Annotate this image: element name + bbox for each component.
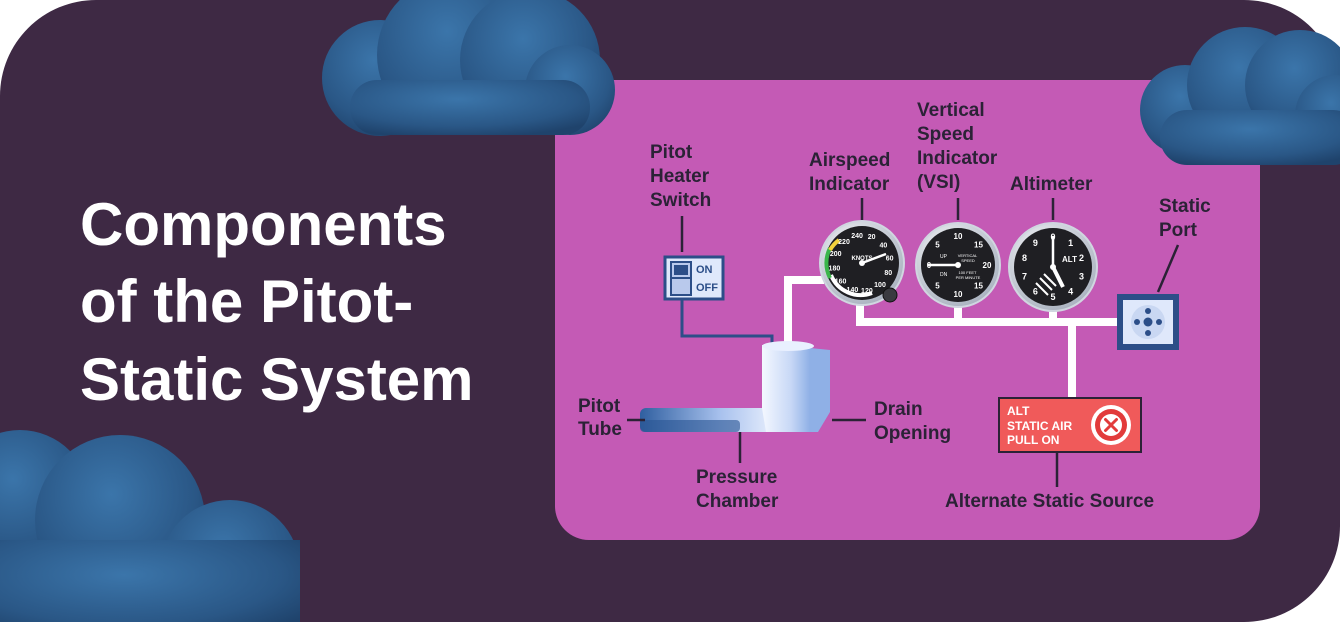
gauge-tick-label: 140 [847,287,859,294]
label-pressure-chamber: Pressure Chamber [696,467,783,512]
gauge-tick-label: 7 [1022,271,1027,281]
gauge-tick-label: 60 [886,256,894,263]
gauge-tick-label: 4 [1068,286,1073,296]
label-altimeter: Altimeter [1010,174,1093,195]
gauge-tick-label: 180 [829,265,841,272]
airspeed-needle [861,252,887,265]
gauge-tick-label: 3 [1079,271,1084,281]
vsi-up-label: UP [940,254,948,260]
alt-static-air-panel: ALT STATIC AIR PULL ON [998,397,1142,453]
close-icon [1104,418,1118,432]
label-airspeed-indicator: Airspeed Indicator [809,150,896,195]
gauge-tick-label: 6 [1033,286,1038,296]
altimeter-needle-short [1051,266,1065,288]
label-vsi: Vertical Speed Indicator (VSI) [917,100,1003,193]
alt-static-text: ALT STATIC AIR PULL ON [1007,404,1075,447]
gauge-tick-label: 80 [884,270,892,277]
gauge-tick-label: 1 [1068,238,1073,248]
pitot-tube-assembly [640,341,830,432]
airspeed-brand-label: KNOTS [852,256,873,262]
cloud-bottom-left [0,430,300,622]
gauge-tick-label: 220 [838,239,850,246]
gauge-tick-label: 9 [1033,238,1038,248]
gauge-tick-label: 40 [880,243,888,250]
cloud-top-right [1140,27,1340,165]
pressure-chamber [762,345,810,432]
switch-off-label: OFF [696,282,718,294]
label-pitot-tube: Pitot Tube [578,396,626,440]
gauge-tick-label: 10 [954,290,963,299]
label-static-port: Static Port [1159,196,1216,241]
vsi-caption-units: 100 FEET PER MINUTE [956,270,981,280]
vsi-dn-label: DN [940,272,948,278]
vsi-caption: VERTICAL SPEED [958,253,978,263]
heater-wire [680,300,774,346]
gauge-tick-label: 200 [830,251,842,258]
gauge-tick-label: 5 [1050,292,1055,302]
label-drain-opening: Drain Opening [874,399,951,444]
vsi-gauge: 0510152015105 UP DN VERTICAL SPEED 100 F… [915,222,1001,308]
gauge-tick-label: 160 [835,278,847,285]
heading-line-3: Static System [80,346,474,413]
static-port [1117,294,1179,350]
gauge-tick-label: 240 [851,233,863,240]
label-pitot-heater-switch: Pitot Heater Switch [650,142,714,211]
gauge-tick-label: 2 [1079,253,1084,263]
pitot-heater-switch: ON OFF [663,255,725,301]
heading-line-2: of the Pitot- [80,268,413,335]
heading-line-1: Components [80,191,447,258]
switch-on-label: ON [696,264,713,276]
gauge-tick-label: 10 [954,232,963,241]
gauge-tick-label: 15 [974,281,983,290]
airspeed-knob [882,287,898,303]
gauge-tick-label: 8 [1022,253,1027,263]
leader-lines [627,198,1180,487]
gauge-tick-label: 20 [983,261,992,270]
altimeter-gauge: 0123456789 ALT [1008,222,1098,312]
altimeter-center-label: ALT [1062,255,1077,264]
gauge-tick-label: 5 [935,281,940,290]
gauge-tick-label: 15 [974,240,983,249]
cloud-top-center [322,0,615,136]
label-alternate-static-source: Alternate Static Source [945,491,1154,512]
gauge-tick-label: 100 [874,282,886,289]
gauge-tick-label: 20 [868,234,876,241]
gauge-tick-label: 5 [935,240,940,249]
main-heading: Components of the Pitot- Static System [80,191,474,413]
gauge-tick-label: 120 [861,288,873,295]
